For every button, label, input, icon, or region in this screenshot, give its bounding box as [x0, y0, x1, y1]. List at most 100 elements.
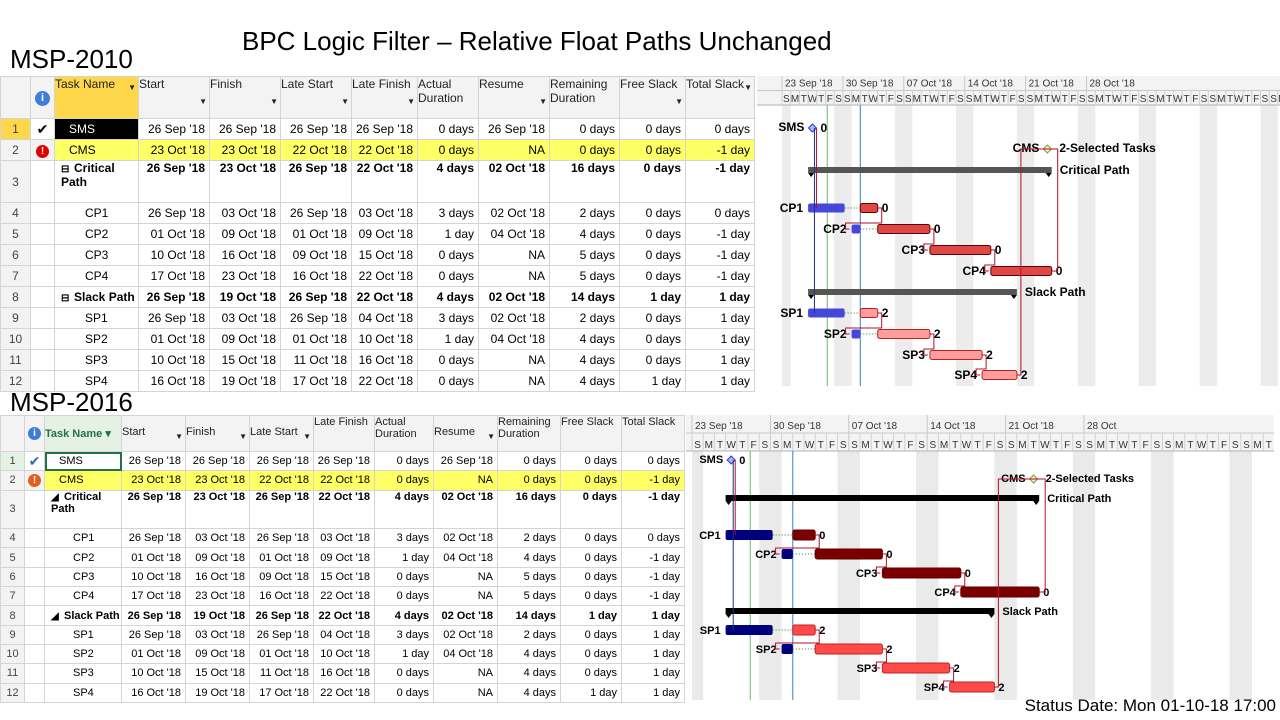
- cell-ls[interactable]: 26 Sep '18: [280, 202, 352, 224]
- cell-ls[interactable]: 22 Oct '18: [280, 139, 352, 161]
- col-actual-duration[interactable]: Actual Duration: [417, 76, 479, 119]
- cell-lf[interactable]: 09 Oct '18: [313, 547, 375, 568]
- cell-resume[interactable]: 02 Oct '18: [478, 202, 550, 224]
- task-name-cell[interactable]: CMS: [54, 139, 139, 161]
- cell-fs[interactable]: 0 days: [560, 643, 622, 665]
- row-number[interactable]: 5: [0, 547, 25, 568]
- cell-finish[interactable]: 23 Oct '18: [185, 470, 250, 491]
- cell-ts[interactable]: -1 day: [621, 566, 685, 588]
- cell-ls[interactable]: 11 Oct '18: [249, 663, 314, 684]
- cell-start[interactable]: 01 Oct '18: [121, 643, 186, 665]
- cell-resume[interactable]: NA: [433, 663, 498, 684]
- cell-lf[interactable]: 03 Oct '18: [351, 202, 418, 224]
- row-number[interactable]: 6: [0, 566, 25, 588]
- cell-lf[interactable]: 22 Oct '18: [313, 682, 375, 703]
- cell-start[interactable]: 01 Oct '18: [121, 547, 186, 568]
- cell-finish[interactable]: 23 Oct '18: [185, 489, 250, 530]
- cell-fs[interactable]: 0 days: [619, 265, 686, 287]
- cell-fs[interactable]: 0 days: [560, 470, 622, 491]
- cell-ts[interactable]: 1 day: [685, 307, 755, 329]
- dropdown-icon[interactable]: ▼: [487, 432, 495, 441]
- col-finish[interactable]: Finish▼: [185, 415, 250, 452]
- dropdown-icon[interactable]: ▼: [303, 432, 311, 441]
- cell-ad[interactable]: 3 days: [374, 624, 434, 645]
- cell-resume[interactable]: NA: [433, 566, 498, 588]
- task-name-cell[interactable]: SP2: [54, 328, 139, 350]
- cell-start[interactable]: 26 Sep '18: [121, 528, 186, 549]
- task-name-cell[interactable]: CP4: [54, 265, 139, 287]
- cell-ls[interactable]: 26 Sep '18: [280, 307, 352, 329]
- cell-ad[interactable]: 0 days: [374, 663, 434, 684]
- cell-ts[interactable]: -1 day: [621, 547, 685, 568]
- cell-start[interactable]: 10 Oct '18: [138, 349, 210, 371]
- task-name-cell[interactable]: SMS: [54, 118, 139, 140]
- cell-lf[interactable]: 04 Oct '18: [351, 307, 418, 329]
- cell-rd[interactable]: 2 days: [549, 307, 620, 329]
- row-number[interactable]: 11: [0, 349, 31, 371]
- cell-rd[interactable]: 4 days: [549, 223, 620, 245]
- cell-lf[interactable]: 22 Oct '18: [351, 286, 418, 308]
- col-late-start[interactable]: Late Start▼: [280, 76, 352, 119]
- cell-start[interactable]: 26 Sep '18: [138, 286, 210, 308]
- task-name-cell[interactable]: CP2: [54, 223, 139, 245]
- cell-start[interactable]: 16 Oct '18: [121, 682, 186, 703]
- cell-fs[interactable]: 0 days: [560, 624, 622, 645]
- collapse-icon[interactable]: ⊟: [61, 164, 70, 175]
- cell-rd[interactable]: 16 days: [497, 489, 561, 530]
- cell-lf[interactable]: 22 Oct '18: [351, 265, 418, 287]
- cell-fs[interactable]: 1 day: [560, 682, 622, 703]
- collapse-icon[interactable]: ◢: [51, 491, 59, 503]
- cell-ts[interactable]: 1 day: [621, 682, 685, 703]
- cell-rd[interactable]: 14 days: [549, 286, 620, 308]
- cell-ad[interactable]: 0 days: [417, 265, 479, 287]
- cell-ad[interactable]: 4 days: [374, 605, 434, 626]
- cell-ts[interactable]: -1 day: [685, 223, 755, 245]
- cell-lf[interactable]: 26 Sep '18: [313, 450, 375, 472]
- cell-ad[interactable]: 3 days: [417, 307, 479, 329]
- cell-start[interactable]: 23 Oct '18: [121, 470, 186, 491]
- cell-ad[interactable]: 0 days: [374, 470, 434, 491]
- cell-lf[interactable]: 22 Oct '18: [313, 586, 375, 607]
- cell-rd[interactable]: 5 days: [497, 566, 561, 588]
- task-name-cell[interactable]: SP4: [54, 370, 139, 392]
- cell-ad[interactable]: 0 days: [374, 450, 434, 472]
- cell-ad[interactable]: 1 day: [417, 328, 479, 350]
- cell-start[interactable]: 26 Sep '18: [138, 160, 210, 203]
- cell-finish[interactable]: 09 Oct '18: [209, 328, 281, 350]
- cell-ad[interactable]: 4 days: [417, 286, 479, 308]
- cell-ad[interactable]: 0 days: [417, 118, 479, 140]
- cell-rd[interactable]: 2 days: [549, 202, 620, 224]
- cell-resume[interactable]: 02 Oct '18: [433, 605, 498, 626]
- cell-finish[interactable]: 09 Oct '18: [185, 643, 250, 665]
- task-name-cell[interactable]: CP2: [44, 547, 122, 568]
- cell-ts[interactable]: -1 day: [685, 244, 755, 266]
- dropdown-icon[interactable]: ▼: [128, 83, 136, 92]
- cell-finish[interactable]: 19 Oct '18: [185, 682, 250, 703]
- cell-ad[interactable]: 0 days: [374, 566, 434, 588]
- dropdown-icon[interactable]: ▼: [341, 97, 349, 106]
- col-late-finish[interactable]: Late Finish▼: [351, 76, 418, 119]
- cell-finish[interactable]: 26 Sep '18: [209, 118, 281, 140]
- task-name-cell[interactable]: SP3: [54, 349, 139, 371]
- cell-ad[interactable]: 0 days: [374, 682, 434, 703]
- cell-fs[interactable]: 0 days: [560, 528, 622, 549]
- cell-ls[interactable]: 16 Oct '18: [280, 265, 352, 287]
- task-name-cell[interactable]: CMS: [44, 470, 122, 491]
- cell-ls[interactable]: 01 Oct '18: [280, 328, 352, 350]
- cell-ad[interactable]: 0 days: [417, 370, 479, 392]
- cell-lf[interactable]: 10 Oct '18: [351, 328, 418, 350]
- cell-fs[interactable]: 0 days: [560, 566, 622, 588]
- cell-ls[interactable]: 26 Sep '18: [249, 624, 314, 645]
- cell-start[interactable]: 01 Oct '18: [138, 223, 210, 245]
- task-name-cell[interactable]: ◢Critical Path: [44, 489, 122, 530]
- cell-ls[interactable]: 11 Oct '18: [280, 349, 352, 371]
- col-total-slack[interactable]: Total Slack▼: [685, 76, 755, 119]
- collapse-icon[interactable]: ◢: [51, 610, 59, 622]
- dropdown-icon[interactable]: ▼: [239, 432, 247, 441]
